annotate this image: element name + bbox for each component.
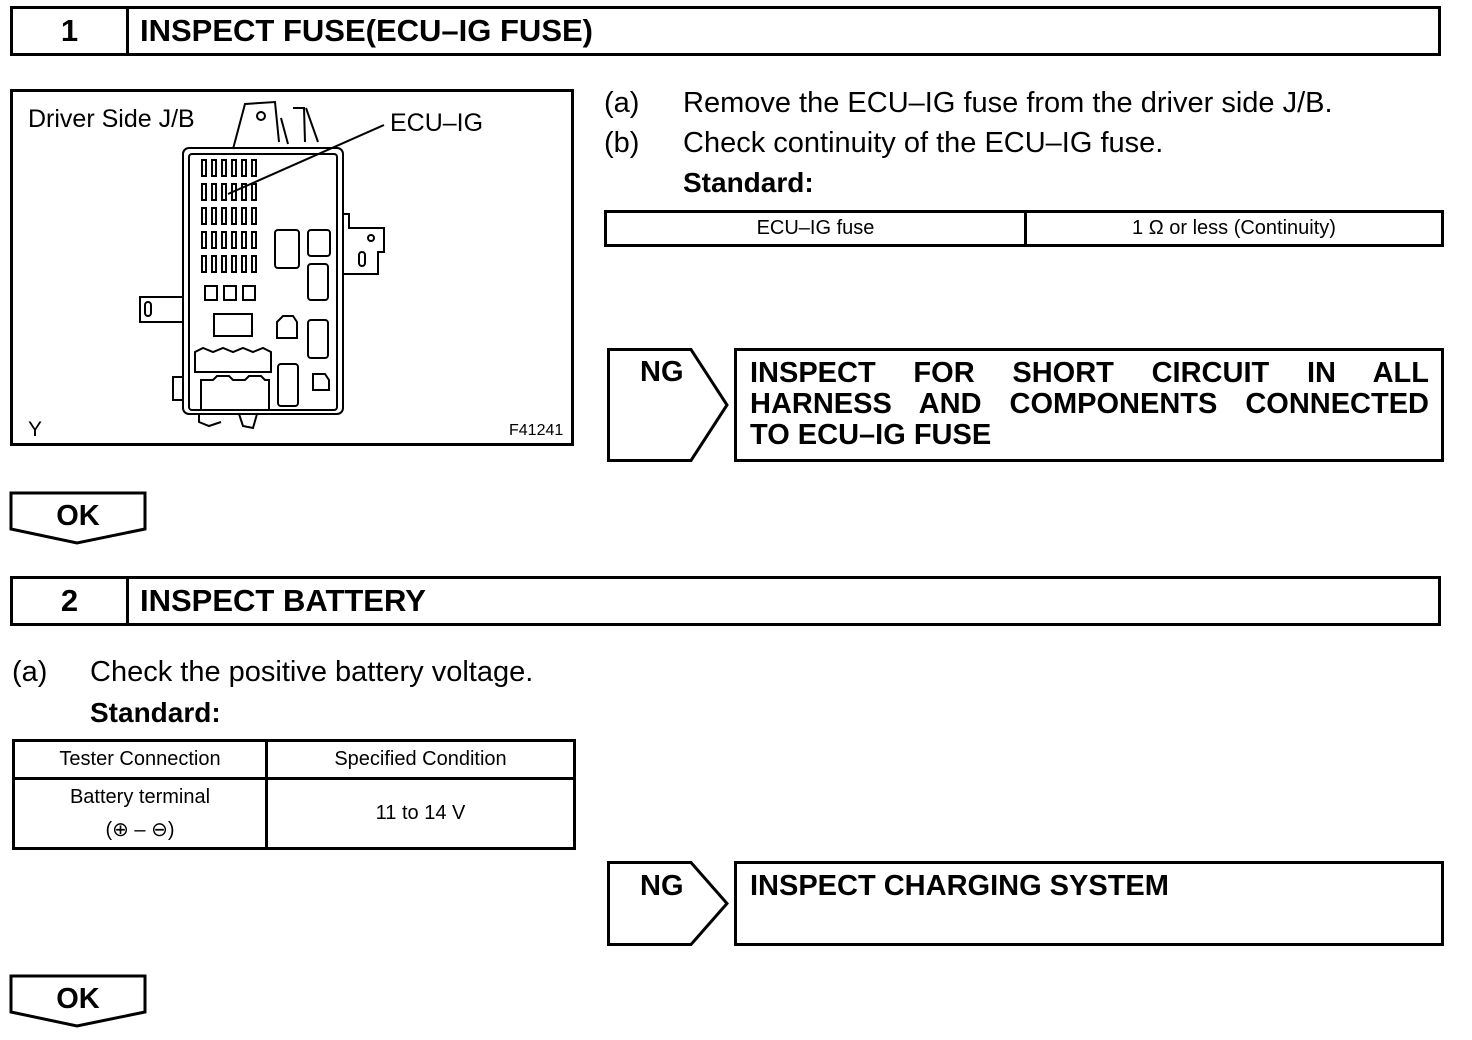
junction-block-diagram [139,100,385,430]
step-1-instruction-a: (a) Remove the ECU–IG fuse from the driv… [604,87,1444,123]
figure-id: F41241 [509,422,564,439]
figure-location-label: Driver Side J/B [28,105,195,133]
step-2-spec-table: Tester Connection Specified Condition Ba… [12,739,576,850]
instruction-mark: (a) [12,656,48,688]
figure-fuse-label: ECU–IG [390,109,484,137]
step-2-ng-label: NG [640,870,684,902]
ng-action-line: HARNESS AND COMPONENTS CONNECTED [750,388,1429,420]
instruction-mark: (b) [604,127,640,159]
instruction-text: Remove the ECU–IG fuse from the driver s… [683,87,1333,119]
step-1-standard-label: Standard: [683,167,814,198]
ng-action-line: INSPECT FOR SHORT CIRCUIT IN ALL [750,357,1429,389]
connection-line: (⊕ – ⊖) [105,818,175,841]
figure-corner-label: Y [28,418,43,441]
step-2-ok-arrow [9,974,147,1028]
step-2-instruction-a: (a) Check the positive battery voltage. [12,656,612,692]
ng-action-line: INSPECT CHARGING SYSTEM [750,870,1169,902]
table-cell-connection: Battery terminal (⊕ – ⊖) [12,777,268,850]
step-2-title: INSPECT BATTERY [140,583,426,618]
table-row: Battery terminal (⊕ – ⊖) 11 to 14 V [12,777,576,850]
step-1-ng-label: NG [640,356,684,388]
step-2-ng-action: INSPECT CHARGING SYSTEM [734,861,1444,946]
junction-block-figure: Driver Side J/B ECU–IG Y F41241 [10,89,574,446]
table-cell-value: 1 Ω or less (Continuity) [1024,210,1444,247]
step-1-ng-arrow [607,348,729,462]
step-1-title: INSPECT FUSE(ECU–IG FUSE) [140,13,593,48]
step-1-spec-table: ECU–IG fuse 1 Ω or less (Continuity) [604,210,1444,247]
step-1-number: 1 [13,9,129,53]
step-1-instruction-b: (b) Check continuity of the ECU–IG fuse. [604,127,1444,163]
connection-line: Battery terminal [69,785,211,808]
step-2-standard-label: Standard: [90,697,221,728]
step-2-ok-label: OK [56,983,100,1015]
step-1-header: 1 INSPECT FUSE(ECU–IG FUSE) [10,6,1441,56]
step-2-number: 2 [13,579,129,623]
step-2-ng-arrow [607,861,729,946]
table-cell-condition: 11 to 14 V [265,777,576,850]
instruction-text: Check the positive battery voltage. [90,656,534,688]
table-cell-item: ECU–IG fuse [604,210,1027,247]
table-header-row: Tester Connection Specified Condition [12,739,576,780]
step-1-ok-label: OK [56,500,100,532]
table-header-cell: Tester Connection [12,739,268,780]
table-header-cell: Specified Condition [265,739,576,780]
table-row: ECU–IG fuse 1 Ω or less (Continuity) [604,210,1444,247]
instruction-text: Check continuity of the ECU–IG fuse. [683,127,1164,159]
step-1-ok-arrow [9,491,147,545]
ng-action-line: TO ECU–IG FUSE [750,419,992,451]
step-1-ng-action: INSPECT FOR SHORT CIRCUIT IN ALL HARNESS… [734,348,1444,462]
instruction-mark: (a) [604,87,640,119]
step-2-header: 2 INSPECT BATTERY [10,576,1441,626]
